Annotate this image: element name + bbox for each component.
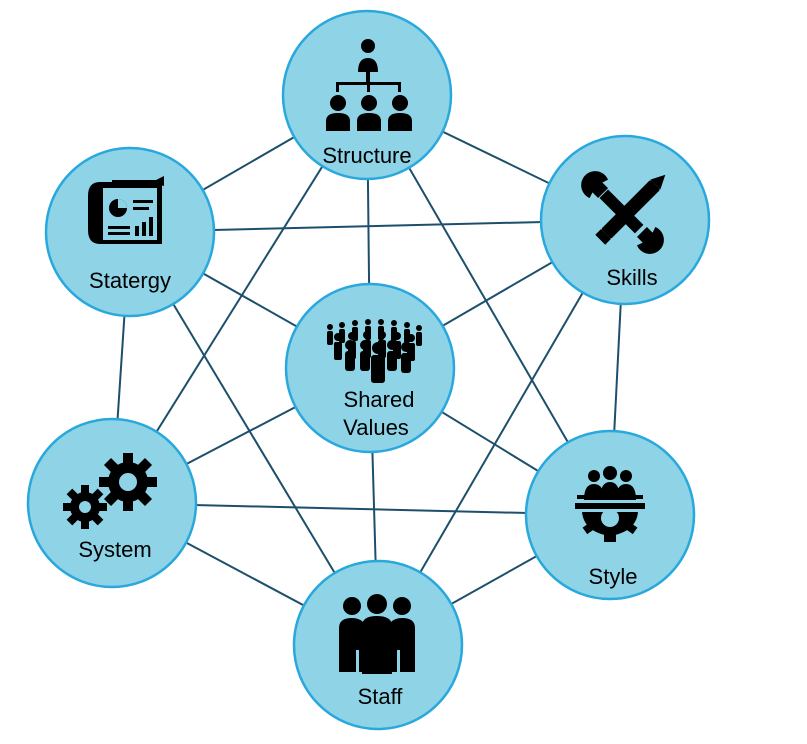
style-label: Style [588, 564, 638, 589]
skills-label: Skills [606, 265, 658, 290]
strategy-report-icon [88, 176, 164, 244]
crowd-icon [327, 319, 422, 383]
structure-label: Structure [322, 143, 412, 168]
shared-values-label-line2: Values [343, 415, 409, 440]
shared-values-label-line1: Shared [343, 387, 415, 412]
system-label: System [78, 537, 152, 562]
gears-icon [63, 453, 157, 529]
staff-label: Staff [357, 684, 403, 709]
staff-people-icon [339, 594, 415, 674]
org-chart-icon [326, 39, 412, 131]
structure-node [281, 9, 453, 181]
team-gear-icon [575, 466, 645, 542]
tools-icon [581, 171, 666, 254]
strategy-label: Statergy [89, 268, 171, 293]
